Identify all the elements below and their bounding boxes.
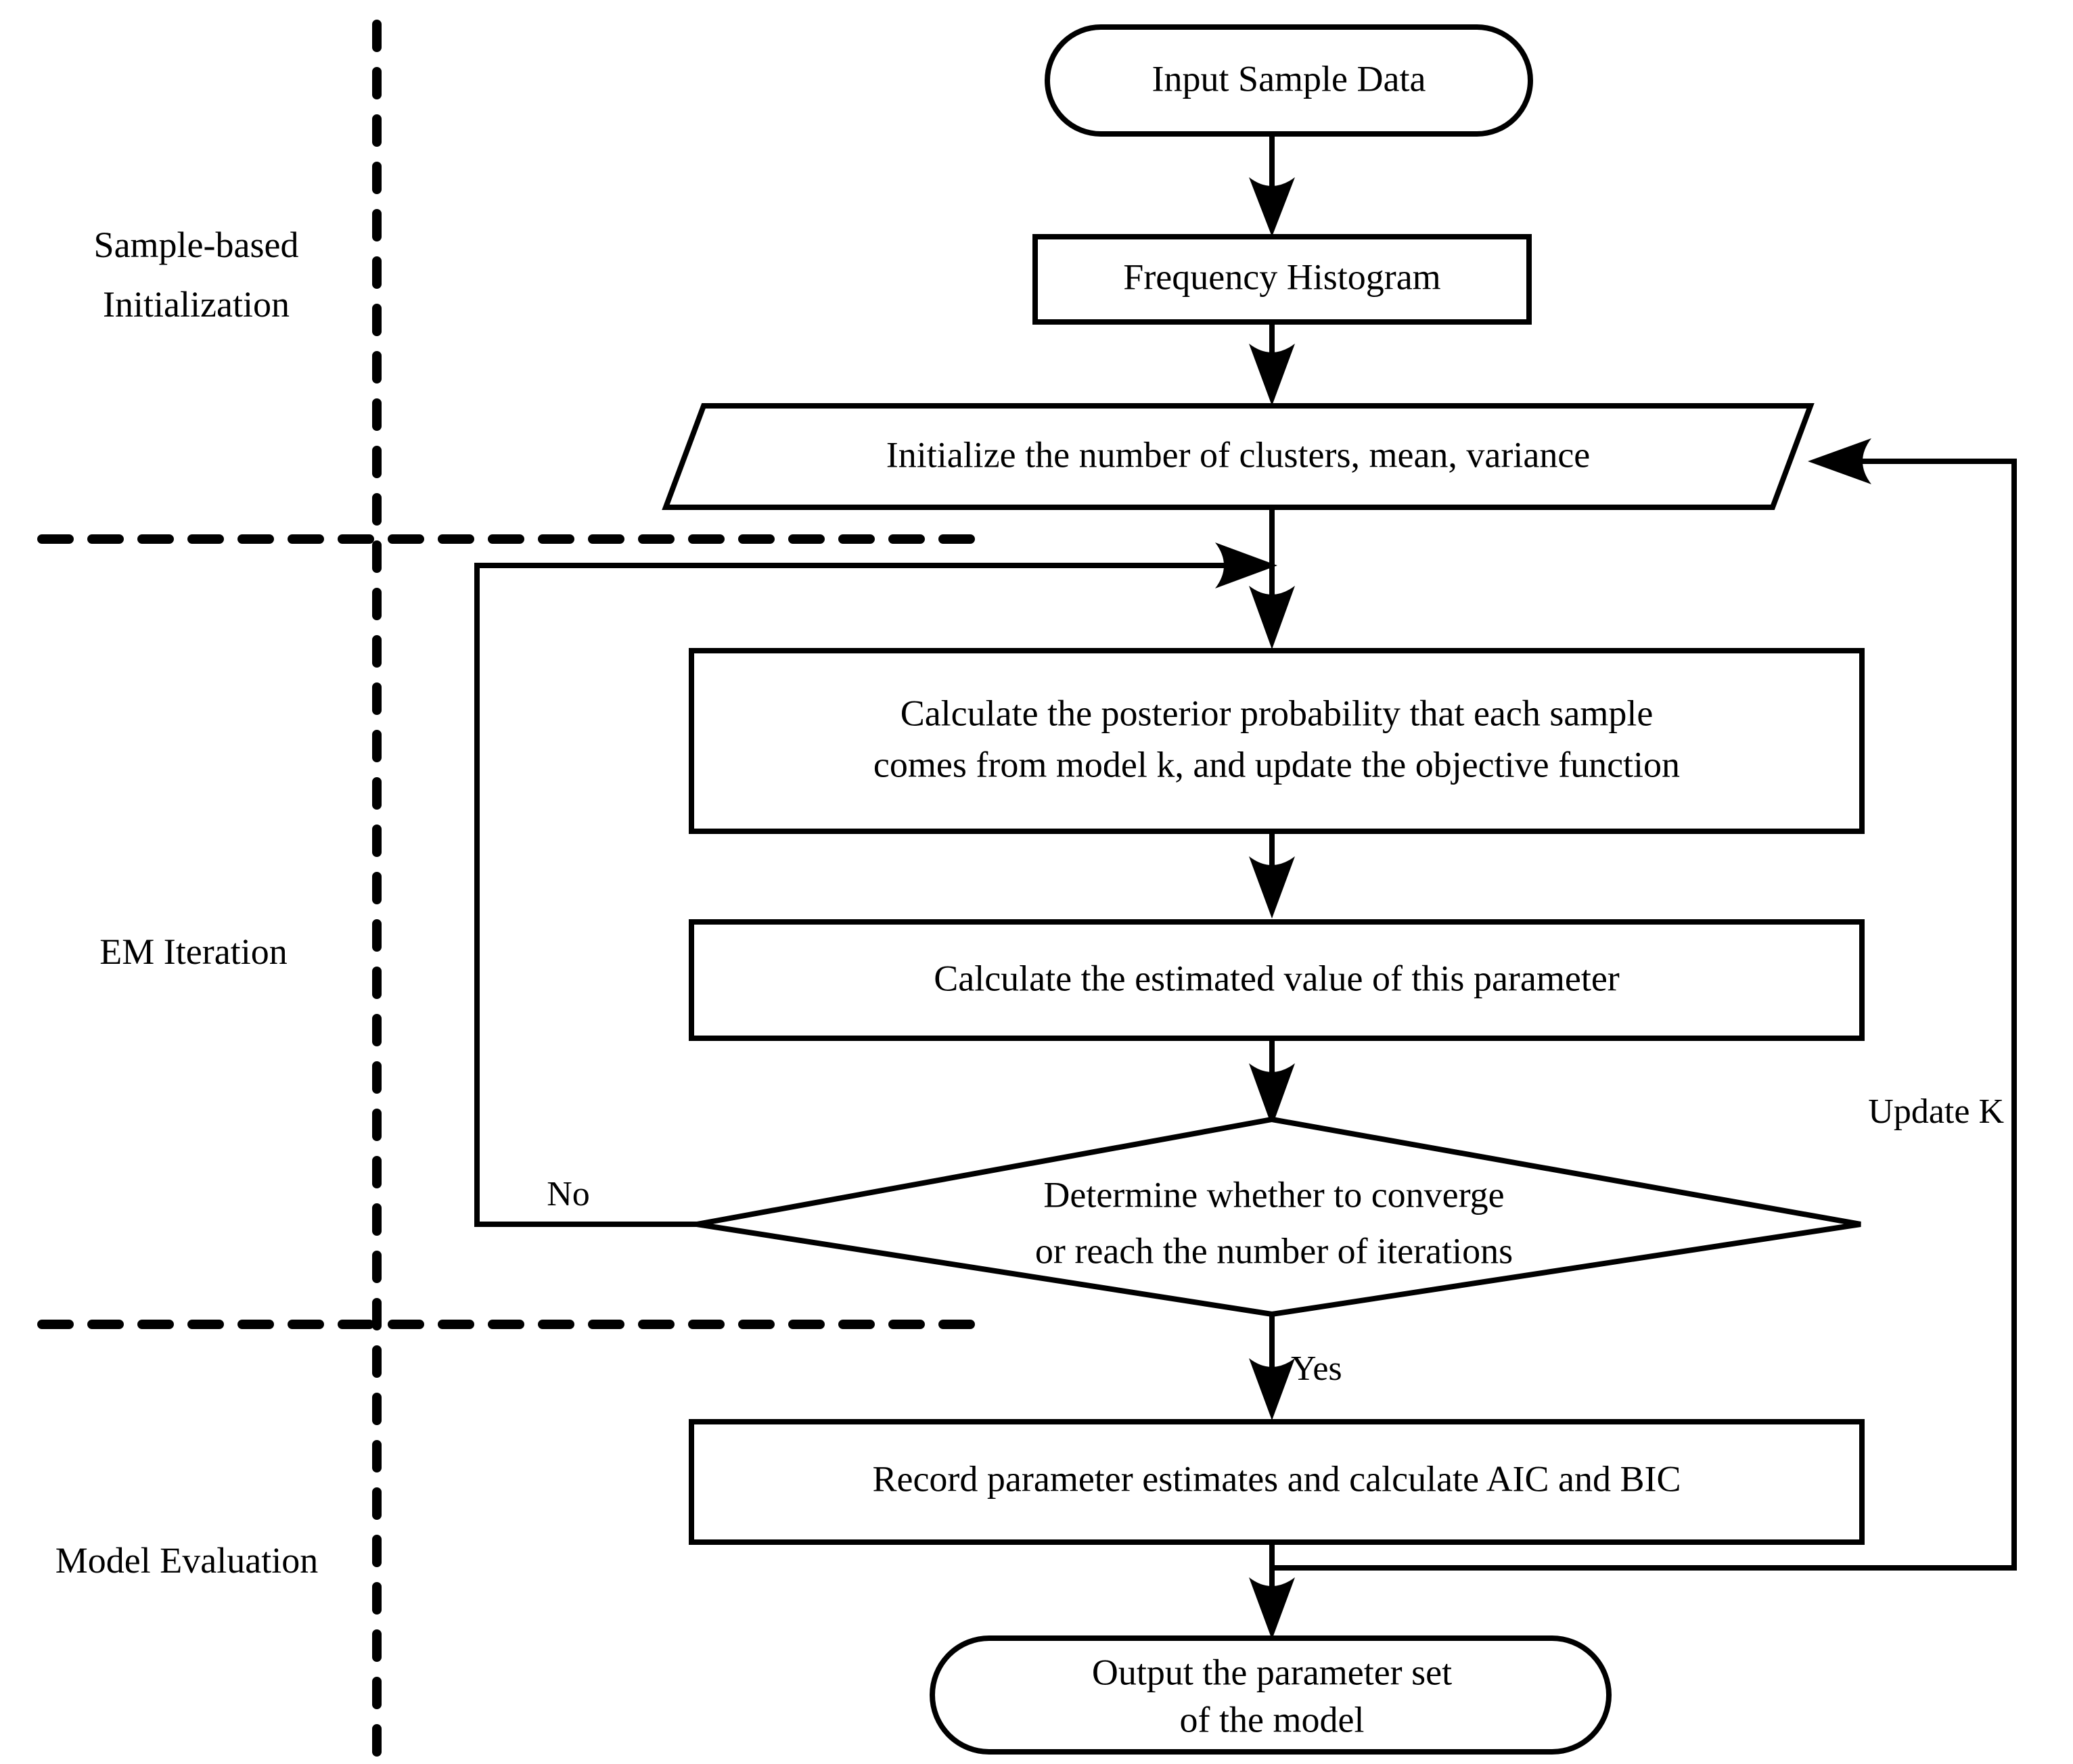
node-calculate-estimate[interactable] <box>689 919 1865 1041</box>
node-initialize-clusters-label: Initialize the number of clusters, mean,… <box>886 434 1591 475</box>
arrowhead-initialize-to-posterior <box>1249 586 1295 649</box>
edge-label-no: No <box>547 1175 590 1213</box>
node-calculate-posterior[interactable] <box>689 648 1865 834</box>
node-convergence-decision-label-line1: Determine whether to converge <box>1043 1174 1504 1215</box>
node-output-parameter-set[interactable] <box>930 1635 1612 1755</box>
arrowhead-posterior-to-estimate <box>1249 856 1295 919</box>
node-frequency-histogram-label: Frequency Histogram <box>1123 256 1440 297</box>
node-initialize-clusters[interactable] <box>662 403 1815 510</box>
node-calculate-posterior-label-line2: comes from model k, and update the objec… <box>873 744 1680 785</box>
node-input-sample-data-label: Input Sample Data <box>1152 58 1426 99</box>
arrowhead-histogram-to-initialize <box>1249 344 1295 406</box>
stage-label-em-iteration: EM Iteration <box>99 931 287 972</box>
node-calculate-estimate-label: Calculate the estimated value of this pa… <box>934 958 1620 998</box>
node-record-aic-bic[interactable] <box>689 1419 1865 1545</box>
node-record-aic-bic-label: Record parameter estimates and calculate… <box>872 1458 1681 1499</box>
arrowhead-no-feedback <box>1215 542 1277 588</box>
node-convergence-decision[interactable] <box>696 1116 1861 1318</box>
node-convergence-decision-label-line2: or reach the number of iterations <box>1035 1230 1513 1271</box>
node-output-parameter-set-label-line1: Output the parameter set <box>1092 1652 1452 1692</box>
arrowhead-input-to-histogram <box>1249 177 1295 237</box>
arrowhead-record-to-output <box>1249 1577 1295 1640</box>
edge-label-yes: Yes <box>1291 1349 1342 1388</box>
node-frequency-histogram[interactable] <box>1032 234 1532 325</box>
arrowhead-estimate-to-decision <box>1249 1063 1295 1127</box>
stage-label-initialization-line1: Sample-based <box>94 225 299 265</box>
node-output-parameter-set-label-line2: of the model <box>1180 1699 1365 1740</box>
connector-update-k-loop <box>1272 459 2017 1571</box>
stage-label-model-evaluation: Model Evaluation <box>55 1540 318 1581</box>
connector-no-feedback-loop <box>474 563 1245 1227</box>
edge-label-update-k: Update K <box>1868 1092 2004 1131</box>
arrowhead-decision-yes <box>1249 1358 1295 1420</box>
node-input-sample-data[interactable] <box>1045 24 1533 137</box>
arrowhead-update-k <box>1808 438 1871 484</box>
node-calculate-posterior-label-line1: Calculate the posterior probability that… <box>901 693 1654 733</box>
stage-label-initialization-line2: Initialization <box>103 284 290 325</box>
